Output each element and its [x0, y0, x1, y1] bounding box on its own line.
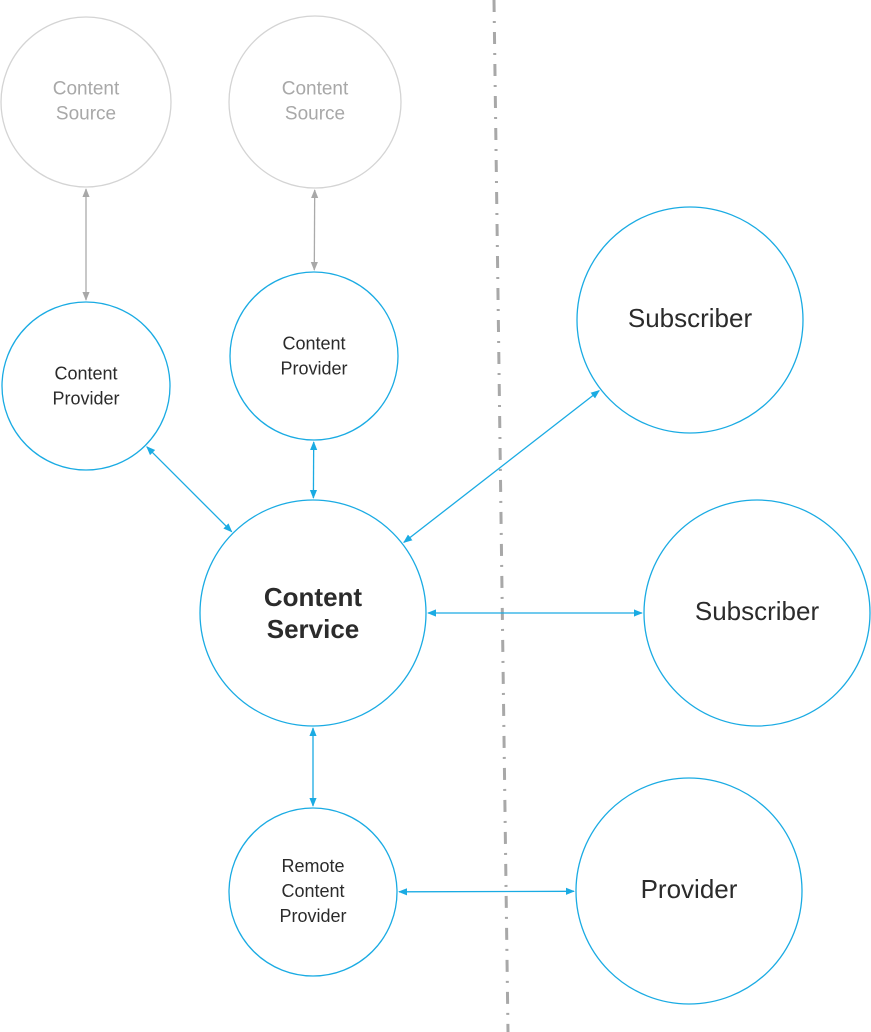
node-label-line: Source [56, 104, 116, 125]
node-circle [199, 499, 427, 727]
divider-layer [492, 0, 510, 1032]
edge-remote-content-provider-to-provider [398, 887, 575, 896]
node-circle [1, 301, 171, 471]
node-label-line: Content [264, 582, 363, 612]
edge-content-service-to-subscriber-1 [403, 390, 600, 543]
node-label-line: Subscriber [628, 303, 753, 333]
node-circle [0, 16, 172, 188]
node-circle [229, 271, 399, 441]
node-subscriber-1: Subscriber [576, 206, 804, 434]
node-label-line: Remote [281, 856, 344, 876]
boundary-divider [492, 0, 510, 1032]
edge-content-provider-1-to-content-service [146, 446, 233, 533]
node-label-line: Content [282, 79, 349, 100]
edge-layer [82, 188, 643, 896]
node-label-line: Provider [279, 906, 346, 926]
node-label-line: Content [53, 79, 120, 100]
node-circle [576, 206, 804, 434]
node-circle [575, 777, 803, 1005]
node-label-line: Provider [641, 874, 738, 904]
node-label-line: Service [267, 614, 360, 644]
node-label-line: Subscriber [695, 596, 820, 626]
node-label-line: Source [285, 104, 345, 125]
node-label-line: Provider [280, 358, 347, 378]
node-provider: Provider [575, 777, 803, 1005]
node-circle [228, 15, 402, 189]
node-circle [643, 499, 871, 727]
node-circle [228, 807, 398, 977]
node-label-line: Content [281, 881, 344, 901]
node-layer: ContentSourceContentSourceContentProvide… [0, 15, 871, 1005]
node-subscriber-2: Subscriber [643, 499, 871, 727]
node-label-line: Provider [52, 388, 119, 408]
node-label-line: Content [282, 333, 345, 353]
node-label-line: Content [54, 363, 117, 383]
